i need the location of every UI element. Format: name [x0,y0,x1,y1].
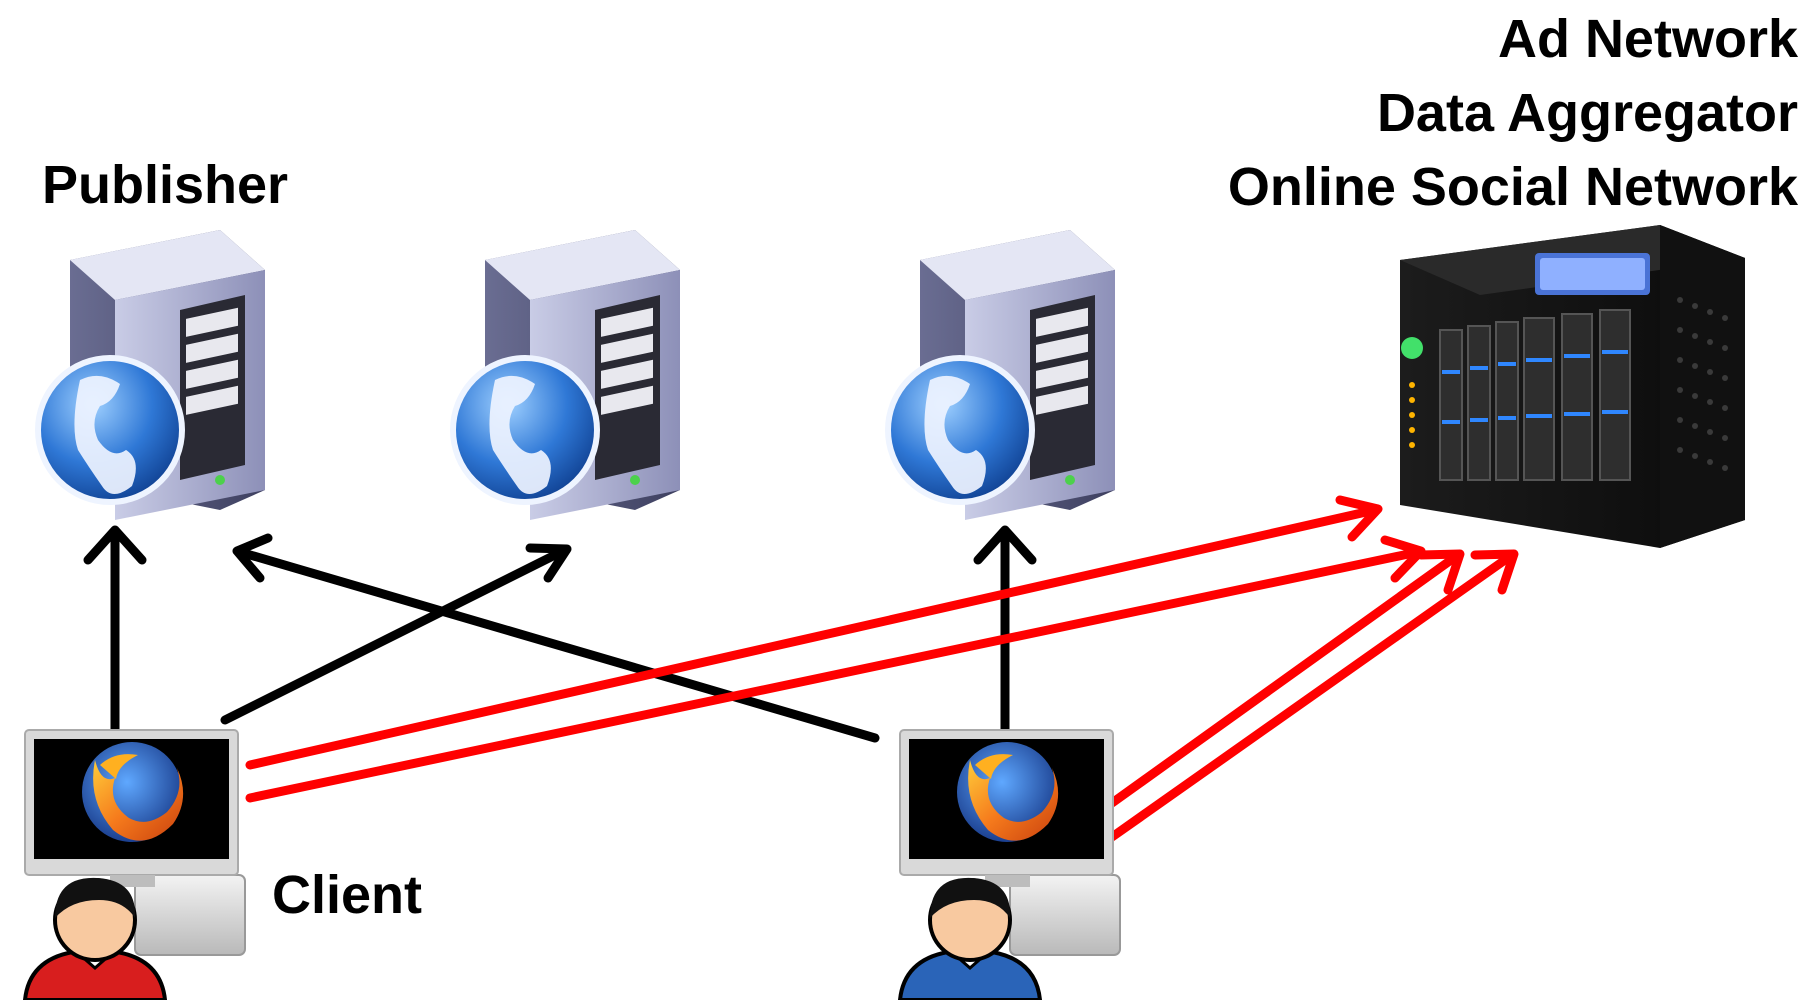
publisher-label: Publisher [42,155,289,215]
web-server-icon [885,230,1115,520]
storage-server-icon [1400,225,1745,548]
ad-network-label: Ad Network [1497,9,1798,69]
user-blue-icon [897,877,1043,1000]
arrow-client2-to-third-party-b [1107,549,1519,842]
arrow-client1-to-server2 [220,543,572,725]
firefox-computer-icon [24,729,246,956]
user-red-icon [22,877,168,1000]
data-aggregator-label: Data Aggregator [1376,83,1798,143]
arrow-client1-to-third-party-b [245,535,1426,803]
client-label: Client [272,865,423,925]
first-party-arrows [83,525,1037,745]
arrow-client2-to-publisher [232,533,880,743]
web-server-icon [450,230,680,520]
web-server-icon [35,230,265,520]
arrow-client1-to-third-party-a [245,495,1383,770]
firefox-computer-icon [899,729,1121,956]
online-social-network-label: Online Social Network [1227,157,1798,217]
third-party-arrows [245,495,1519,842]
arrow-client2-to-third-party-a [1107,549,1465,808]
arrow-client1-to-publisher [83,525,147,745]
